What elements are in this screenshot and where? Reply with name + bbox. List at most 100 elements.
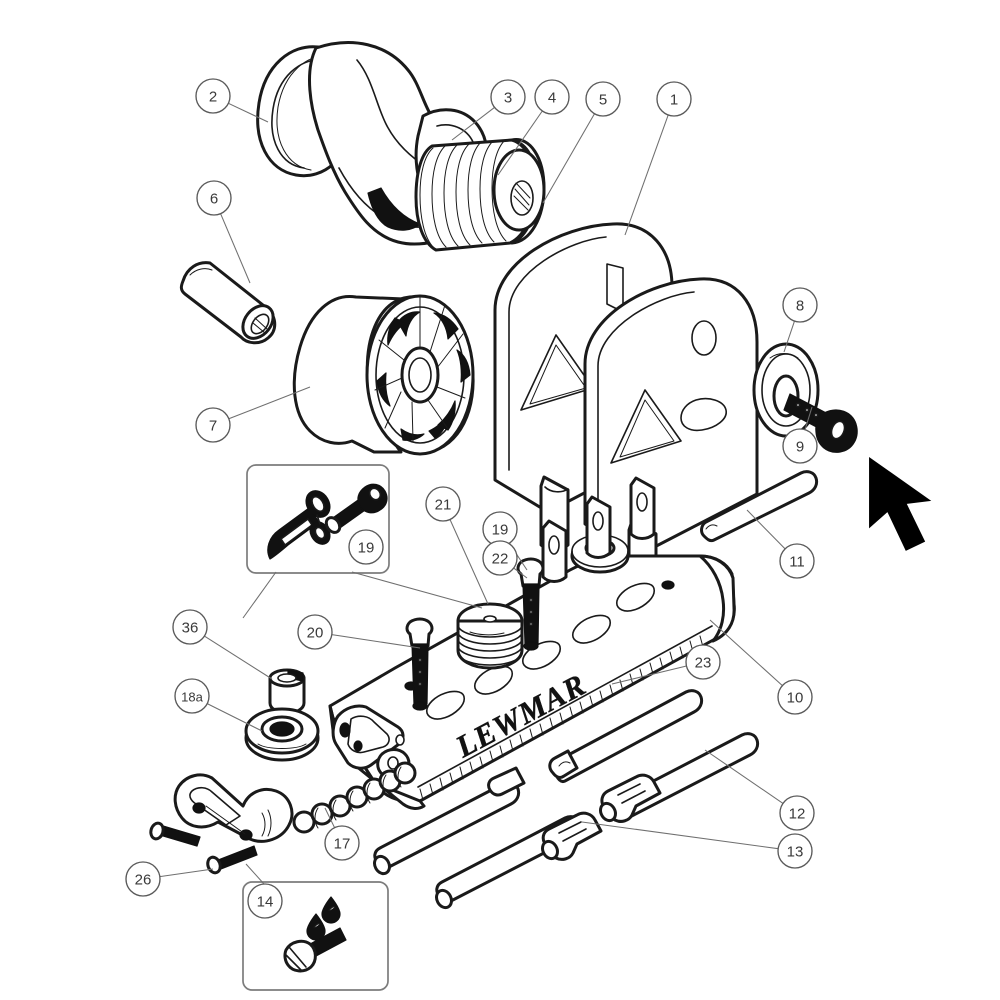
part-rod-plain-lower [373, 766, 526, 876]
boss-threads [457, 625, 523, 666]
callout-number: 26 [135, 872, 152, 889]
spline-flutes [419, 139, 507, 249]
callout-13[interactable]: 13 [777, 833, 813, 869]
part-countersunk-bolt [783, 393, 858, 453]
leader-line-10 [709, 619, 783, 686]
clutch-arm-screws [149, 821, 258, 875]
callout-circle [490, 79, 526, 115]
callout-19[interactable]: 19 [348, 529, 384, 565]
leader-line-11 [746, 509, 786, 550]
callout-21[interactable]: 21 [425, 486, 461, 522]
callout-circle [777, 679, 813, 715]
callout-20[interactable]: 20 [297, 614, 333, 650]
callout-circle [585, 81, 621, 117]
callout-number: 8 [796, 298, 804, 315]
callout-circle [195, 78, 231, 114]
callout-number: 19 [358, 540, 375, 557]
part-socket-screw-right [516, 557, 545, 651]
leader-line-1 [624, 114, 669, 236]
part-clutch-arm [149, 773, 294, 875]
mouse-cursor-icon [869, 457, 932, 551]
part-rod-upper [548, 689, 704, 783]
callout-number: 17 [334, 836, 351, 853]
part-threaded-boss [456, 602, 524, 670]
callout-circle [656, 81, 692, 117]
callout-circle [777, 833, 813, 869]
callout-number: 22 [492, 551, 509, 568]
callout-number: 3 [504, 90, 512, 107]
callout-circle [482, 540, 518, 576]
callout-circle [534, 79, 570, 115]
callout-number: 36 [182, 620, 199, 637]
callout-circle [247, 883, 283, 919]
callout-22[interactable]: 22 [482, 540, 518, 576]
callout-number: 12 [789, 806, 806, 823]
base-plate-slots [404, 580, 675, 720]
callout-number: 6 [210, 191, 218, 208]
callout-number: 9 [796, 439, 804, 456]
callout-number: 11 [789, 554, 805, 571]
callout-14[interactable]: 14 [247, 883, 283, 919]
callout-circle [425, 486, 461, 522]
callout-9[interactable]: 9 [782, 428, 818, 464]
leader-line-3 [451, 106, 495, 141]
part-plate-lugs [541, 476, 656, 583]
part-rod-short [700, 470, 819, 543]
callout-18a[interactable]: 18a [174, 678, 210, 714]
callout-number: 21 [435, 497, 452, 514]
callout-circle [297, 614, 333, 650]
part-washer [752, 342, 820, 438]
callout-3[interactable]: 3 [490, 79, 526, 115]
bolt-thread-marks [795, 402, 819, 418]
leader-line-26 [159, 868, 214, 878]
leader-line-4 [497, 110, 543, 176]
inset-connector-lines [242, 571, 483, 885]
leader-line-18a [206, 703, 263, 732]
leader-line-13 [581, 821, 779, 850]
callout-number: 20 [307, 625, 324, 642]
callout-2[interactable]: 2 [195, 78, 231, 114]
part-bushing-sleeve [179, 261, 277, 345]
leader-line-2 [228, 102, 269, 123]
callout-1[interactable]: 1 [656, 81, 692, 117]
part-bearing-race [244, 707, 320, 762]
callout-number: 5 [599, 92, 607, 109]
callout-number: 18a [181, 690, 203, 705]
callout-circle [125, 861, 161, 897]
leader-line-7 [228, 386, 311, 420]
leader-line-21 [449, 519, 489, 605]
callout-7[interactable]: 7 [195, 407, 231, 443]
callout-circle [174, 678, 210, 714]
callout-circle [324, 825, 360, 861]
leader-line-23 [611, 665, 687, 685]
callout-circle [779, 795, 815, 831]
leader-line-17 [324, 807, 336, 828]
callout-number: 13 [787, 844, 804, 861]
callout-circle [172, 609, 208, 645]
callout-4[interactable]: 4 [534, 79, 570, 115]
base-plate-edge-hatch [419, 635, 704, 801]
part-rod-with-joint-lower [435, 811, 603, 910]
callout-17[interactable]: 17 [324, 825, 360, 861]
leader-line-36 [204, 635, 273, 680]
part-end-cap [268, 668, 306, 715]
callout-23[interactable]: 23 [685, 644, 721, 680]
callout-12[interactable]: 12 [779, 795, 815, 831]
callout-circle [685, 644, 721, 680]
callout-26[interactable]: 26 [125, 861, 161, 897]
part-ball-bearing-chain [292, 761, 417, 834]
callout-10[interactable]: 10 [777, 679, 813, 715]
callout-number: 2 [209, 89, 217, 106]
callout-5[interactable]: 5 [585, 81, 621, 117]
callout-6[interactable]: 6 [196, 180, 232, 216]
callout-circle [782, 287, 818, 323]
callout-36[interactable]: 36 [172, 609, 208, 645]
part-socket-screw-left [405, 617, 434, 711]
leader-line-5 [542, 113, 595, 204]
callout-11[interactable]: 11 [779, 543, 815, 579]
callout-8[interactable]: 8 [782, 287, 818, 323]
callout-circle [779, 543, 815, 579]
callout-number: 19 [492, 522, 509, 539]
callout-19[interactable]: 19 [482, 511, 518, 547]
